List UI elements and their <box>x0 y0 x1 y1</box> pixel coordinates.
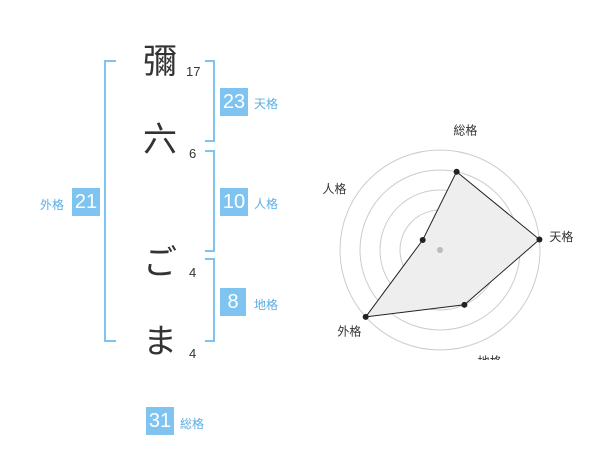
jinkaku-value: 10 <box>220 188 248 216</box>
stroke-count-2: 6 <box>189 146 197 161</box>
gaikaku-bracket <box>104 60 116 342</box>
tenkaku-label: 天格 <box>254 97 279 111</box>
gaikaku-value: 21 <box>72 188 100 216</box>
soukaku-value: 31 <box>146 407 174 435</box>
radar-point <box>419 237 426 243</box>
radar-polygon <box>364 170 541 318</box>
radar-axis-label: 天格 <box>549 229 573 244</box>
radar-axis-label: 総格 <box>453 123 477 138</box>
name-char-4: ま <box>143 322 177 362</box>
name-char-1: 彌 <box>143 42 177 82</box>
radar-center-dot <box>437 247 443 253</box>
name-char-2: 六 <box>143 120 177 160</box>
soukaku-label: 総格 <box>180 417 205 431</box>
radar-chart: 総格天格地格 外格 人格 <box>322 123 573 360</box>
radar-point <box>536 236 543 243</box>
radar-point <box>362 313 369 320</box>
tenkaku-value: 23 <box>220 88 248 116</box>
radar-point <box>461 301 468 308</box>
chikaku-label: 地格 <box>254 298 279 312</box>
radar-point <box>453 168 460 175</box>
stroke-count-3: 4 <box>189 265 197 280</box>
jinkaku-bracket <box>205 150 215 252</box>
radar-axis-label: 人格 <box>322 181 346 196</box>
radar-grid-ring <box>339 149 541 351</box>
jinkaku-label: 人格 <box>254 197 279 211</box>
radar-axis-label: 外格 <box>337 324 361 339</box>
name-char-3: ご <box>143 243 177 283</box>
stroke-count-4: 4 <box>189 346 197 361</box>
tenkaku-bracket <box>205 60 215 142</box>
chikaku-value: 8 <box>220 288 246 316</box>
gaikaku-label: 外格 <box>40 198 65 212</box>
stroke-count-1: 17 <box>186 64 201 79</box>
chikaku-bracket <box>205 258 215 342</box>
radar-axis-label: 地格 <box>478 353 502 360</box>
